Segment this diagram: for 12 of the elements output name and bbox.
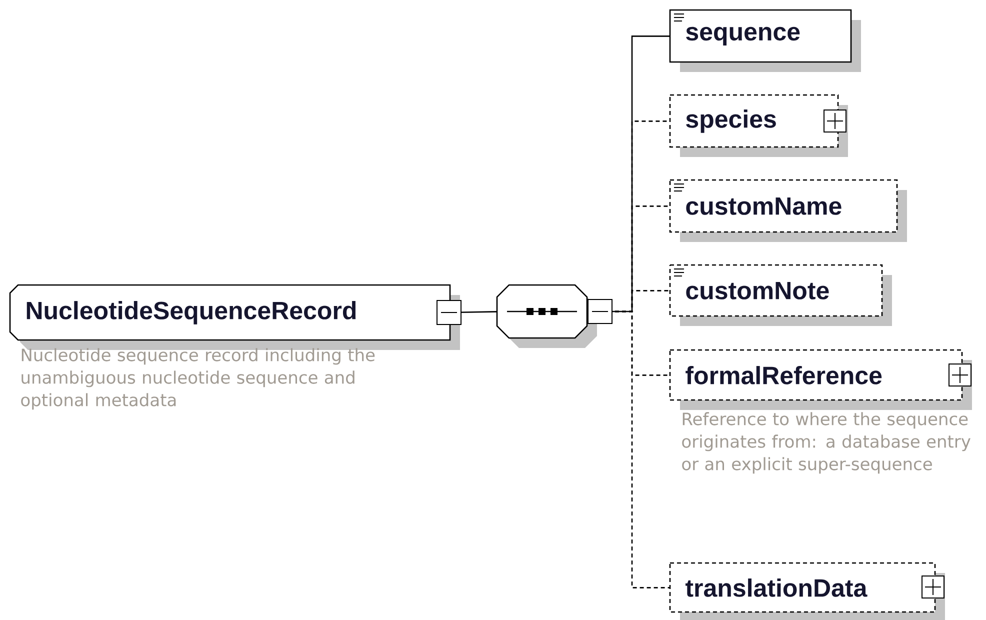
element-box: customName: [669, 179, 907, 242]
description-text: Reference to where the sequence originates from: a database entry or an explicit super-sequence: [682, 412, 970, 474]
element-box: formalReference: [669, 349, 972, 410]
element-box: translationData: [669, 562, 945, 620]
collapse-icon: [588, 299, 612, 324]
element-box: sequence: [669, 9, 861, 72]
collapse-icon: [436, 300, 462, 325]
description-text: Nucleotide sequence record including the unambiguous nucleotide sequence and optional metadata: [21, 348, 375, 410]
element-box: NucleotideSequenceRecord: [9, 284, 460, 350]
element-box: species: [669, 94, 848, 157]
element-box: customNote: [669, 264, 892, 326]
compositor-box: [496, 284, 597, 348]
